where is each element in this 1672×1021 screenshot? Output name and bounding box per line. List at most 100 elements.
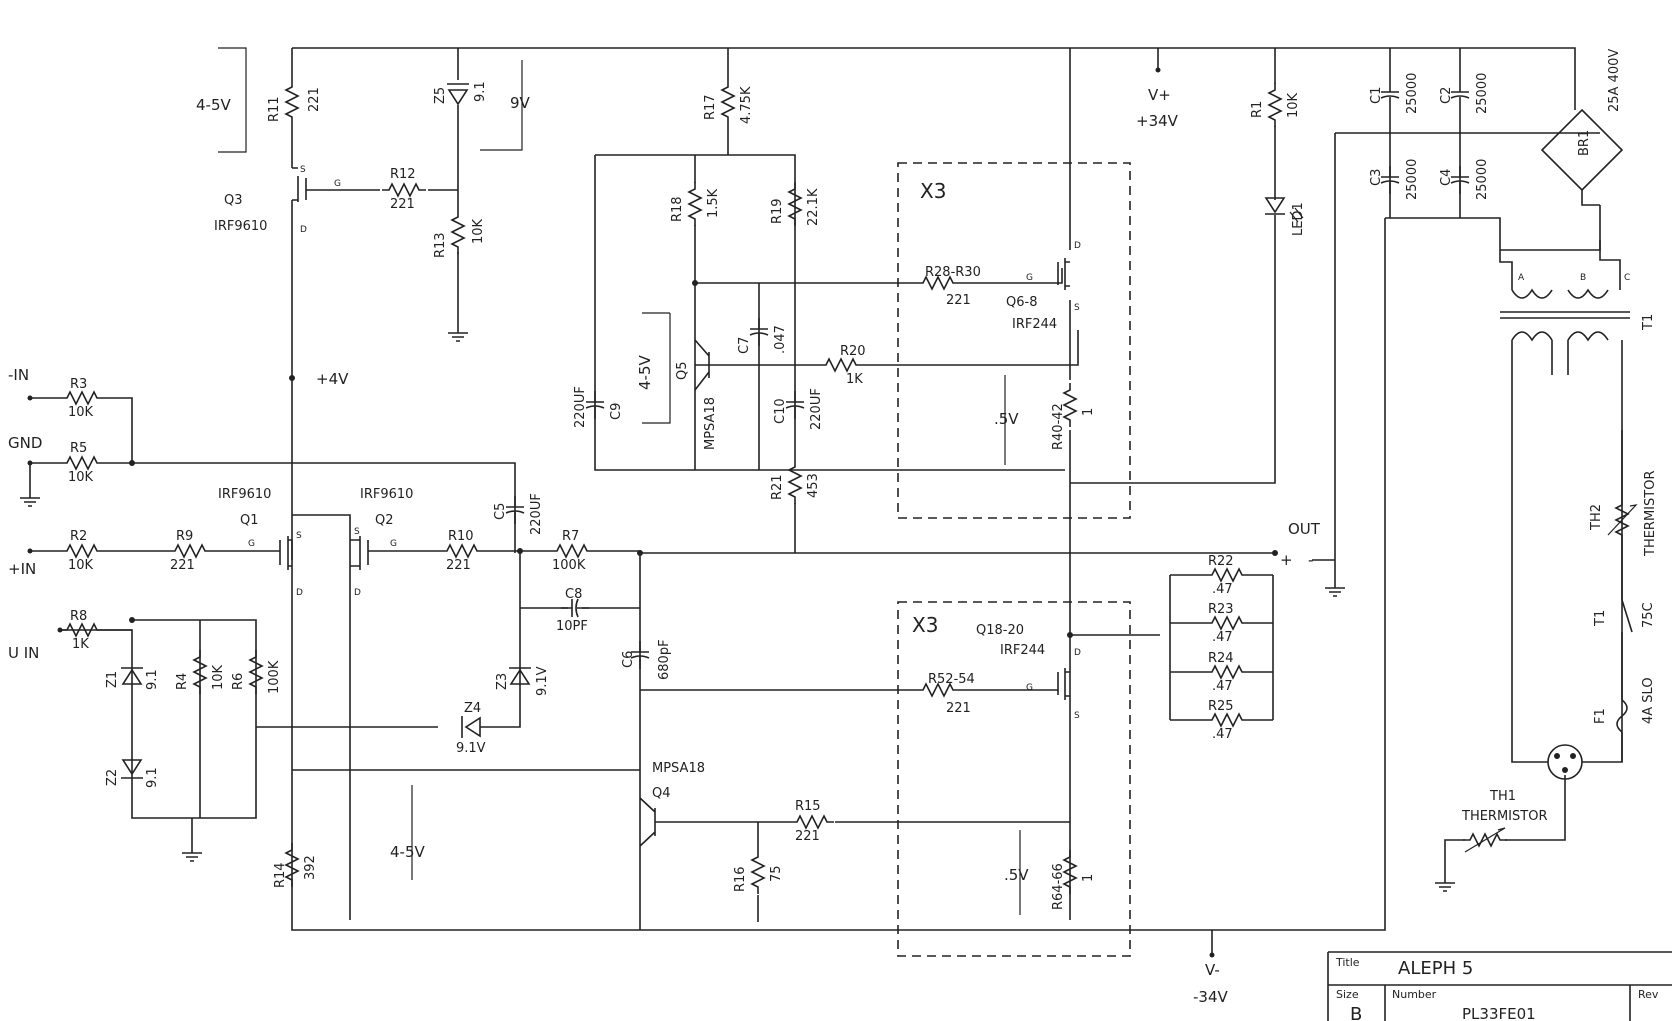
- svg-text:Q6-8: Q6-8: [1006, 295, 1037, 310]
- svg-text:R14: R14: [273, 862, 288, 888]
- svg-text:22.1K: 22.1K: [806, 188, 821, 226]
- zener-z2: Z2 9.1: [105, 759, 160, 788]
- resistor-r23: R23 .47: [1204, 602, 1250, 645]
- svg-text:220UF: 220UF: [529, 493, 544, 535]
- ground-gnd-input: [19, 489, 41, 507]
- svg-text:9.1: 9.1: [145, 669, 160, 690]
- label-4-5v-q3: 4-5V: [196, 96, 231, 114]
- cap-c5: C5 220UF: [493, 493, 544, 535]
- svg-text:G: G: [390, 539, 397, 549]
- resistor-r8: R8 1K: [59, 609, 105, 652]
- cap-c2: C2 25000: [1439, 73, 1490, 114]
- svg-text:100K: 100K: [552, 558, 586, 573]
- svg-text:R11: R11: [267, 96, 282, 122]
- svg-text:R7: R7: [562, 529, 579, 544]
- svg-text:10K: 10K: [471, 218, 486, 244]
- resistor-r11: R11 221: [267, 79, 322, 125]
- x3-box-lower: [897, 601, 1131, 957]
- svg-text:453: 453: [806, 473, 821, 498]
- ground-r13: [447, 324, 469, 342]
- svg-text:R23: R23: [1208, 602, 1234, 617]
- svg-text:1: 1: [1081, 874, 1096, 882]
- cap-c6: C6 680pF: [621, 639, 672, 680]
- label-u-in: U IN: [8, 644, 39, 662]
- svg-text:.47: .47: [1212, 582, 1233, 597]
- svg-text:Z2: Z2: [105, 769, 120, 786]
- svg-text:.047: .047: [773, 325, 788, 354]
- svg-text:C10: C10: [773, 398, 788, 424]
- resistor-r40-42: R40-42 1: [1051, 382, 1096, 450]
- svg-text:680pF: 680pF: [657, 639, 672, 680]
- zener-z1: Z1 9.1: [105, 667, 160, 690]
- label-0-5v-lower: .5V: [1004, 866, 1029, 884]
- resistor-r13: R13 10K: [433, 209, 486, 258]
- svg-text:221: 221: [170, 558, 195, 573]
- resistor-r24: R24 .47: [1204, 651, 1250, 694]
- svg-text:R24: R24: [1208, 651, 1234, 666]
- svg-text:R12: R12: [390, 167, 416, 182]
- svg-text:75: 75: [769, 865, 784, 882]
- svg-text:100K: 100K: [267, 660, 282, 694]
- svg-text:D: D: [1074, 241, 1081, 251]
- resistor-r1: R1 10K: [1250, 82, 1301, 128]
- resistor-r10: R10 221: [439, 529, 485, 573]
- label-9v: 9V: [510, 94, 531, 112]
- resistor-r14: R14 392: [273, 842, 318, 888]
- svg-text:4.75K: 4.75K: [739, 86, 754, 124]
- svg-text:25000: 25000: [1475, 73, 1490, 114]
- resistor-r22: R22 .47: [1204, 554, 1250, 597]
- svg-text:9.1V: 9.1V: [535, 666, 550, 696]
- svg-text:G: G: [1026, 683, 1033, 693]
- svg-text:10K: 10K: [211, 664, 226, 690]
- svg-text:10K: 10K: [1286, 92, 1301, 118]
- svg-text:221: 221: [307, 87, 322, 112]
- resistor-r20: R20 1K: [818, 344, 866, 387]
- x3-label-upper: X3: [920, 179, 946, 203]
- svg-text:25000: 25000: [1405, 73, 1420, 114]
- label-v-minus-value: -34V: [1193, 988, 1228, 1006]
- svg-text:10K: 10K: [68, 558, 94, 573]
- cap-c4: C4 25000: [1439, 159, 1490, 200]
- svg-text:S: S: [354, 527, 360, 537]
- resistor-r25: R25 .47: [1204, 699, 1250, 742]
- svg-text:S: S: [300, 165, 306, 175]
- cap-c7: C7 .047: [737, 317, 788, 354]
- number-caption: Number: [1392, 988, 1437, 1001]
- label-0-5v-upper: .5V: [994, 410, 1019, 428]
- svg-text:.47: .47: [1212, 679, 1233, 694]
- svg-text:R10: R10: [448, 529, 474, 544]
- svg-text:C4: C4: [1439, 169, 1454, 186]
- svg-text:F1: F1: [1593, 708, 1608, 724]
- svg-text:R2: R2: [70, 529, 87, 544]
- x3-box-upper: [897, 162, 1131, 519]
- resistor-r5: R5 10K: [59, 441, 105, 485]
- mains-connector: [1547, 744, 1583, 780]
- bjt-q5: Q5 MPSA18: [675, 339, 718, 450]
- label-out-minus: -: [1308, 551, 1313, 569]
- svg-text:Q4: Q4: [652, 786, 671, 801]
- svg-text:C8: C8: [565, 587, 582, 602]
- svg-text:Q18-20: Q18-20: [976, 623, 1024, 638]
- svg-text:25000: 25000: [1475, 159, 1490, 200]
- bracket-q5: [642, 312, 671, 424]
- bracket-9v: [480, 60, 523, 151]
- svg-text:Q3: Q3: [224, 193, 243, 208]
- svg-text:D: D: [300, 225, 307, 235]
- ground-zeners: [181, 844, 203, 862]
- svg-text:25000: 25000: [1405, 159, 1420, 200]
- svg-text:221: 221: [446, 558, 471, 573]
- svg-text:Z1: Z1: [105, 671, 120, 688]
- svg-text:IRF9610: IRF9610: [360, 487, 413, 502]
- mosfet-q6-8: G D S Q6-8 IRF244: [1006, 241, 1081, 332]
- resistor-r6: R6 100K: [231, 649, 282, 695]
- rev-caption: Rev: [1638, 988, 1659, 1001]
- svg-text:1: 1: [1081, 408, 1096, 416]
- junction-dots: [129, 280, 1278, 638]
- mosfet-q18-20: G D S Q18-20 IRF244: [976, 623, 1081, 721]
- svg-text:R22: R22: [1208, 554, 1234, 569]
- svg-text:R15: R15: [795, 799, 821, 814]
- svg-text:D: D: [296, 588, 303, 598]
- svg-text:S: S: [296, 531, 302, 541]
- svg-text:D: D: [354, 588, 361, 598]
- svg-text:C7: C7: [737, 337, 752, 354]
